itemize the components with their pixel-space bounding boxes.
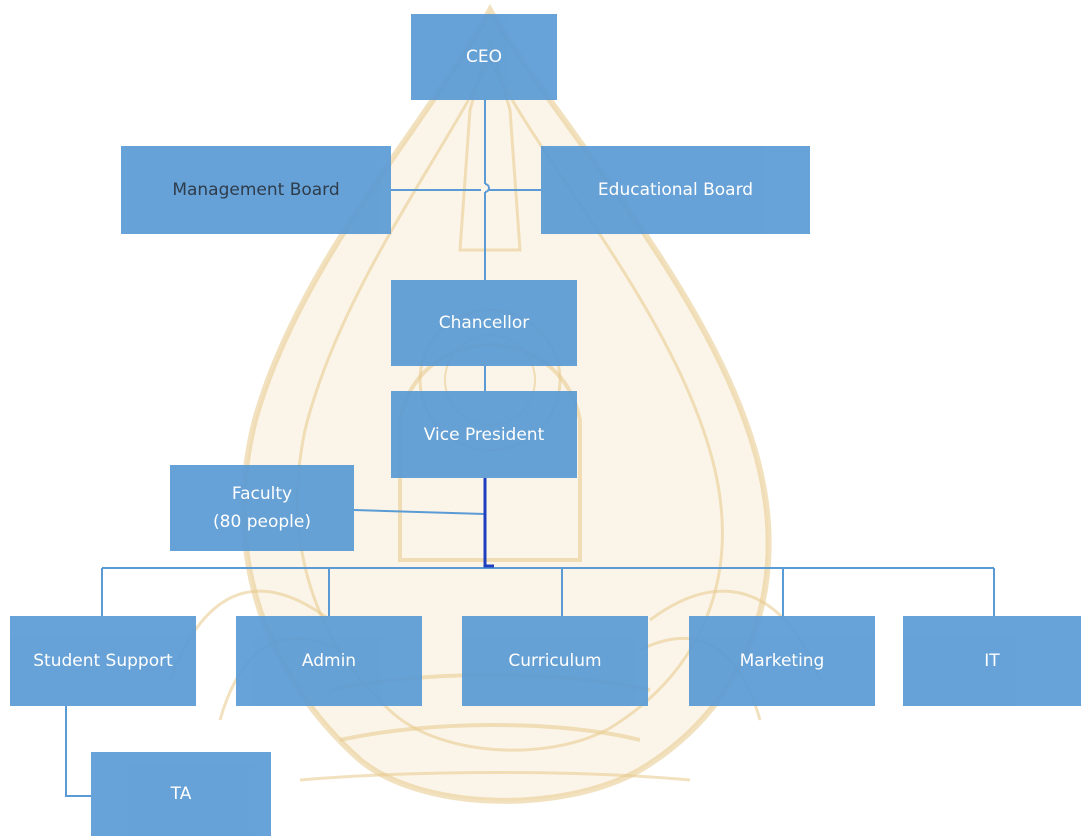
curriculum-box: Curriculum: [462, 616, 648, 706]
vice-president-label: Vice President: [423, 424, 545, 445]
it-box: IT: [903, 616, 1081, 706]
student-support-label: Student Support: [33, 651, 173, 671]
connector-student-support-to-ta: [65, 706, 91, 797]
it-label: IT: [984, 651, 1000, 671]
student-support-box: Student Support: [10, 616, 196, 706]
admin-box: Admin: [236, 616, 422, 706]
connector-hop: [484, 183, 490, 193]
educational-board-label: Educational Board: [597, 180, 754, 200]
ceo-box: CEO: [411, 14, 557, 100]
curriculum-label: Curriculum: [508, 651, 602, 671]
faculty-count: (80 people): [213, 512, 311, 532]
ceo-label: CEO: [466, 47, 502, 67]
marketing-box: Marketing: [689, 616, 875, 706]
chancellor-label: Chancellor: [438, 313, 530, 333]
faculty-box: Faculty (80 people): [170, 465, 354, 551]
marketing-label: Marketing: [739, 651, 825, 671]
management-board-box: Management Board: [121, 146, 391, 234]
vice-president-box: Vice President: [391, 391, 577, 478]
management-board-label: Management Board: [172, 180, 340, 200]
ta-box: TA: [91, 752, 271, 836]
connector-faculty: [353, 509, 486, 515]
ta-label: TA: [170, 784, 192, 804]
chancellor-box: Chancellor: [391, 280, 577, 366]
connector-vp-to-departments: [483, 478, 494, 568]
admin-label: Admin: [301, 651, 357, 671]
educational-board-box: Educational Board: [541, 146, 810, 234]
faculty-label: Faculty: [231, 484, 293, 504]
